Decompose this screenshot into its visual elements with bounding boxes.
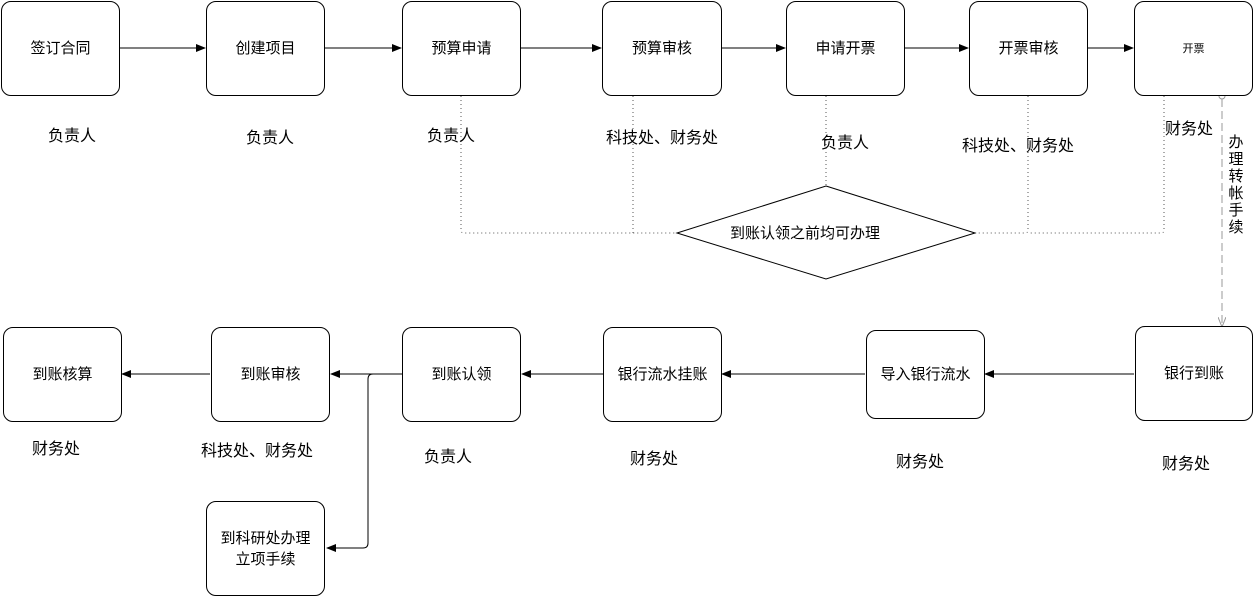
owner-label: 负责人 (48, 126, 97, 145)
owner-label: 负责人 (424, 447, 473, 466)
node-sign-contract[interactable]: 签订合同 (1, 1, 120, 96)
arrow-b4-branch (326, 373, 402, 552)
owner-label: 负责人 (246, 128, 295, 147)
node-label: 到账核算 (32, 365, 93, 383)
node-label: 开票 (1182, 42, 1205, 55)
owner-label: 负责人 (427, 126, 476, 145)
node-label: 导入银行流水 (880, 365, 971, 383)
dotted-link-n3 (460, 96, 677, 234)
owner-label: 科技处、财务处 (201, 441, 314, 460)
decision-label: 到账认领之前均可办理 (730, 224, 881, 242)
node-label: 预算申请 (431, 39, 492, 57)
owner-label: 负责人 (821, 133, 870, 152)
node-arrival-accounting[interactable]: 到账核算 (3, 327, 122, 422)
node-label: 预算审核 (631, 39, 692, 57)
node-label: 创建项目 (235, 39, 296, 57)
node-bank-arrival[interactable]: 银行到账 (1135, 326, 1253, 421)
node-label: 银行到账 (1163, 364, 1224, 382)
node-invoice-request[interactable]: 申请开票 (786, 1, 905, 96)
node-research-office-setup[interactable]: 到科研处办理 立项手续 (206, 501, 325, 596)
node-arrival-claim[interactable]: 到账认领 (402, 327, 521, 422)
node-label: 银行流水挂账 (617, 365, 708, 383)
owner-label: 财务处 (896, 452, 945, 471)
node-label: 开票审核 (998, 39, 1059, 57)
node-label-line1: 到科研处办理 (220, 528, 311, 547)
node-budget-review[interactable]: 预算审核 (602, 1, 722, 96)
node-arrival-review[interactable]: 到账审核 (211, 327, 330, 422)
node-statement-posting[interactable]: 银行流水挂账 (603, 327, 722, 422)
owner-label: 财务处 (1162, 454, 1211, 473)
node-label: 申请开票 (815, 39, 876, 57)
owner-label: 财务处 (1165, 119, 1214, 138)
dotted-link-n7 (1028, 96, 1165, 234)
node-label: 到账审核 (240, 365, 301, 383)
node-label: 签订合同 (30, 39, 91, 57)
node-invoice-review[interactable]: 开票审核 (969, 1, 1088, 96)
node-label: 到账认领 (431, 365, 492, 383)
dotted-link-n6 (975, 96, 1029, 234)
node-import-statement[interactable]: 导入银行流水 (866, 330, 985, 419)
node-create-project[interactable]: 创建项目 (206, 1, 325, 96)
node-budget-request[interactable]: 预算申请 (402, 1, 521, 96)
owner-label: 科技处、财务处 (606, 128, 719, 147)
owner-label: 科技处、财务处 (962, 136, 1075, 155)
decision-diamond (675, 185, 977, 280)
transfer-note: 办理转帐手续 (1228, 133, 1244, 236)
owner-label: 财务处 (630, 449, 679, 468)
node-label-line2: 立项手续 (235, 549, 296, 568)
owner-label: 财务处 (32, 439, 81, 458)
node-invoice[interactable]: 开票 (1134, 1, 1253, 96)
